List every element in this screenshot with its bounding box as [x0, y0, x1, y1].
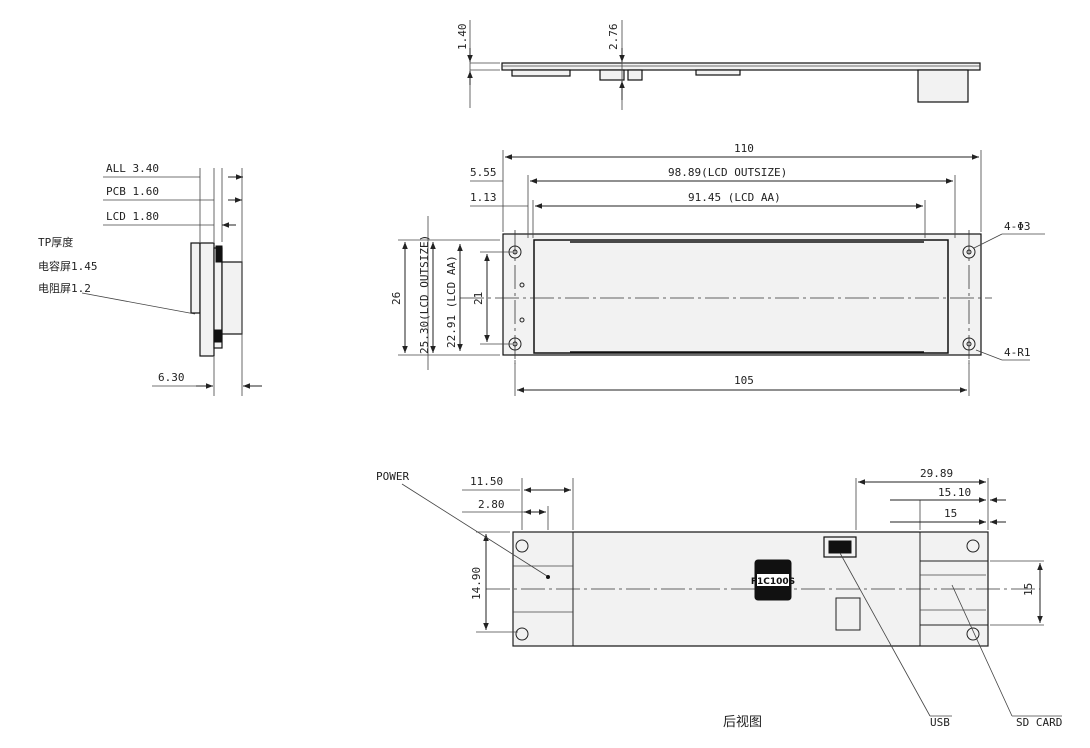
rear-hole-tr [966, 539, 980, 553]
dim-hole-pitch-vertical: 21 [472, 292, 485, 305]
usb-label: USB [930, 716, 950, 729]
chip-label: F1C100S [751, 577, 795, 587]
dim-lcd-outsize: 98.89(LCD OUTSIZE) [668, 166, 787, 179]
dim-15-top: 15 [944, 507, 957, 520]
front-view: 110 5.55 98.89(LCD OUTSIZE) 1.13 91.45 (… [390, 142, 1045, 396]
dim-15-10: 15.10 [938, 486, 971, 499]
top-view-board [501, 62, 981, 71]
dim-lcd-thickness: LCD 1.80 [106, 210, 159, 223]
dim-hole-pitch-horizontal: 105 [734, 374, 754, 387]
rear-hole-tl [515, 539, 529, 553]
dim-aa-offset: 1.13 [470, 191, 497, 204]
dim-lcd-aa: 91.45 (LCD AA) [688, 191, 781, 204]
rear-view: F1C100S POWER 11.50 2.80 14.90 29.8 [376, 467, 1062, 730]
dim-14-90: 14.90 [470, 567, 483, 600]
front-view-pcb [502, 233, 982, 356]
rear-view-component [835, 597, 861, 631]
tp-thickness-note-title: TP厚度 [38, 235, 73, 249]
dim-2-80: 2.80 [478, 498, 505, 511]
dim-2-76: 2.76 [607, 24, 620, 51]
rear-view-title: 后视图 [723, 715, 762, 730]
dim-15-right: 15 [1022, 583, 1035, 596]
dim-lcd-aa-height: 22.91 (LCD AA) [445, 255, 458, 348]
dim-side-width: 6.30 [158, 371, 185, 384]
dim-29-89: 29.89 [920, 467, 953, 480]
mount-hole-br [962, 337, 976, 351]
tp-thickness-note-capacitive: 电容屏1.45 [38, 259, 98, 273]
sd-card-label: SD CARD [1016, 716, 1062, 729]
dim-1-40: 1.40 [456, 24, 469, 51]
top-view: 1.40 2.76 [456, 20, 981, 110]
dim-pcb-thickness: PCB 1.60 [106, 185, 159, 198]
top-view-lcd-edge [511, 69, 571, 77]
tp-thickness-note-resistive: 电阻屏1.2 [38, 282, 91, 295]
front-view-lcd-outline [533, 239, 949, 354]
rear-view-sd-slot [919, 560, 989, 626]
dim-outsize-offset: 5.55 [470, 166, 497, 179]
dim-11-50: 11.50 [470, 475, 503, 488]
side-view: ALL 3.40 PCB 1.60 LCD 1.80 TP厚度 电容屏1.45 … [38, 162, 262, 396]
top-view-sd-slot [917, 69, 969, 103]
side-view-components [221, 261, 243, 335]
side-view-touch-panel [190, 242, 201, 314]
dim-overall-width: 110 [734, 142, 754, 155]
dim-all-thickness: ALL 3.40 [106, 162, 159, 175]
dim-height: 26 [390, 292, 403, 305]
callout-corner-radius: 4-R1 [1004, 346, 1031, 359]
dim-lcd-outsize-height: 25.30(LCD OUTSIZE) [418, 235, 431, 354]
side-view-lcd [199, 242, 215, 357]
callout-hole-diameter: 4-Φ3 [1004, 220, 1031, 233]
mount-hole-tr [962, 245, 976, 259]
power-label: POWER [376, 470, 409, 483]
rear-hole-br [966, 627, 980, 641]
rear-hole-bl [515, 627, 529, 641]
